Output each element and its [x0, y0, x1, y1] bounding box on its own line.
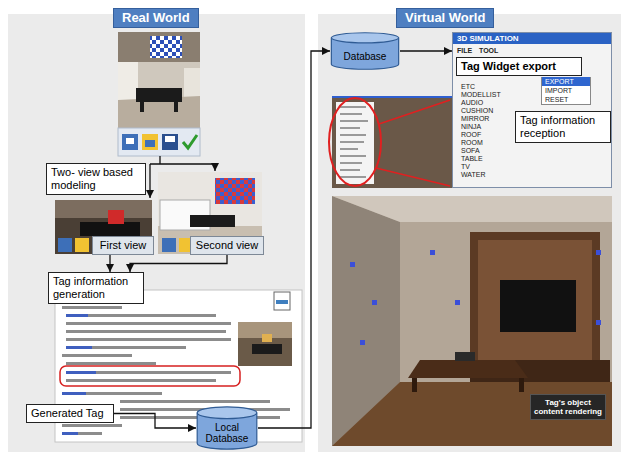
context-item: RESET [541, 95, 591, 105]
database-node: Database [330, 32, 400, 70]
list-item: WATER [461, 171, 486, 179]
list-item: TABLE [461, 155, 483, 163]
connector [109, 255, 110, 272]
node-text: Second view [194, 239, 260, 252]
database-node: Local Database [196, 406, 258, 450]
view-label: Second view [190, 236, 264, 255]
connector [258, 51, 330, 428]
context-item: IMPORT [541, 86, 591, 95]
process-box: Tag Widget export [456, 57, 582, 76]
room-rendering [332, 196, 612, 446]
panel-ground [8, 14, 621, 452]
node-text: Local Database [196, 422, 258, 444]
room-photo [118, 32, 200, 128]
list-item: CUSHION [461, 107, 493, 115]
list-item: NINJA [461, 123, 481, 131]
list-item: MODELLIST [461, 91, 501, 99]
connector [130, 255, 227, 272]
screen-view [329, 97, 452, 188]
process-box: Two- view based modeling [46, 163, 146, 195]
list-item: AUDIO [461, 99, 483, 107]
view-label: First view [92, 236, 154, 255]
node-text: Database [344, 51, 387, 62]
list-item: ETC [461, 83, 475, 91]
context-item: EXPORT [541, 77, 591, 86]
render-note: Tag's object content rendering [530, 394, 606, 420]
node-text: First view [96, 239, 150, 252]
world-panel: Real WorldTwo- view based modelingFirst … [8, 8, 305, 452]
menu-item: FILE [457, 47, 472, 55]
menu-item: TOOL [479, 47, 498, 55]
first-view-photo [55, 200, 152, 254]
connector [400, 50, 452, 51]
list-item: TV [461, 163, 470, 171]
node-text: Tag information reception [520, 114, 606, 140]
node-text: Two- view based modeling [51, 166, 141, 192]
panel-heading: Virtual World [396, 8, 494, 28]
node-text: Generated Tag [31, 407, 109, 420]
list-item: ROOM [461, 139, 483, 147]
node-text: Tag Widget export [461, 60, 577, 73]
world-panel: Virtual WorldDatabase 3D SIMULATION Tag Wi… [318, 8, 621, 452]
second-view-photo [158, 172, 262, 254]
list-item: ROOF [461, 131, 481, 139]
window-title: 3D SIMULATION [453, 33, 611, 44]
process-box: Generated Tag [26, 404, 114, 423]
node-text: Tag information generation [53, 275, 139, 301]
connector [114, 414, 196, 429]
process-box: Tag information reception [515, 111, 611, 143]
list-item: SOFA [461, 147, 480, 155]
app-window: 3D SIMULATION Tag Widget exportTag inform… [452, 32, 612, 188]
list-item: MIRROR [461, 115, 489, 123]
node-text: Tag's object content rendering [534, 398, 602, 416]
process-box: Tag information generation [48, 272, 144, 304]
icon-row [118, 128, 200, 156]
panel-heading: Real World [113, 8, 199, 28]
